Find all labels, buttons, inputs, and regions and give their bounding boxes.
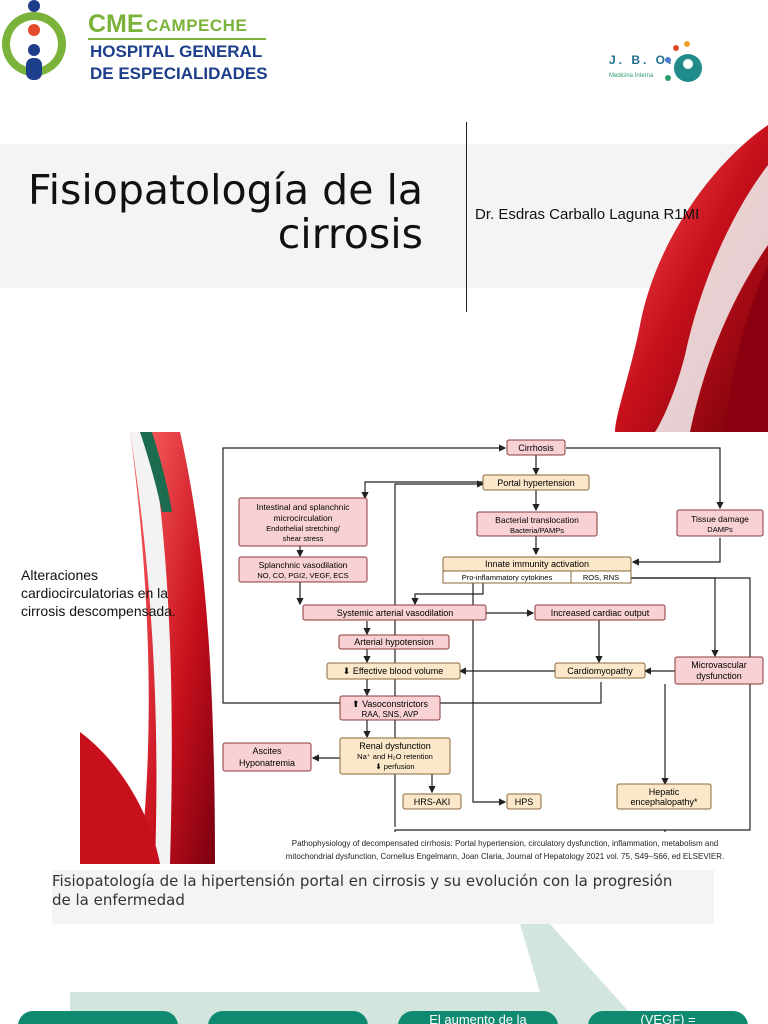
logo-cme-text: CME: [88, 10, 144, 38]
process-step-1: [18, 1011, 178, 1024]
title-band: [52, 870, 714, 924]
node-renal-l3: ⬇ perfusion: [375, 762, 414, 771]
node-intestinal-l1: Intestinal and splanchnic: [256, 502, 350, 512]
caption-line1: Pathophysiology of decompensated cirrhos…: [291, 839, 719, 848]
diagram-caption: Pathophysiology of decompensated cirrhos…: [255, 837, 755, 863]
author-name: Dr. Esdras Carballo Laguna R1MI: [475, 206, 700, 223]
caption-line2: mitochondrial dysfunction, Cornelius Eng…: [285, 852, 725, 861]
logo-hospital-line1: HOSPITAL GENERAL: [90, 42, 263, 61]
node-hepatic-l1: Hepatic: [649, 787, 680, 797]
red-swoosh-decoration: [615, 125, 768, 432]
node-intestinal-l4: shear stress: [283, 534, 324, 543]
logo-divider: [88, 38, 266, 40]
node-ros: ROS, RNS: [583, 573, 619, 582]
node-effective-volume: ⬇ Effective blood volume: [343, 666, 443, 676]
pathophysiology-diagram: Cirrhosis Portal hypertension Intestinal…: [215, 432, 768, 832]
node-innate: Innate immunity activation: [485, 559, 589, 569]
process-step-4: (VEGF) =: [588, 1011, 748, 1024]
node-hrs-aki: HRS-AKI: [414, 797, 451, 807]
node-vaso-l1: ⬆ Vasoconstrictors: [352, 699, 428, 709]
slide-title: Fisiopatología de la hipertensión portal…: [52, 872, 673, 909]
node-splanchnic-l1: Splanchnic vasodilation: [259, 560, 348, 570]
node-cytokines: Pro-inflammatory cytokines: [462, 573, 553, 582]
node-intestinal-l3: Endothelial stretching/: [266, 524, 341, 533]
node-tissue-l1: Tissue damage: [691, 514, 749, 524]
node-ascites-l2: Hyponatremia: [239, 758, 295, 768]
jbo-logo-text: J. B. O.: [609, 53, 675, 67]
process-step-2: [208, 1011, 368, 1024]
node-renal-l1: Renal dysfunction: [359, 741, 431, 751]
logo-hospital-line2: DE ESPECIALIDADES: [90, 64, 268, 83]
node-tissue-l2: DAMPs: [707, 525, 733, 534]
logo-campeche-text: CAMPECHE: [146, 16, 248, 35]
node-bacterial-l2: Bacteria/PAMPs: [510, 526, 564, 535]
portal-hypertension-slide: Fisiopatología de la hipertensión portal…: [0, 864, 768, 1024]
node-splanchnic-l2: NO, CO, PGI2, VEGF, ECS: [257, 571, 348, 580]
red-swoosh-decoration: [80, 432, 215, 864]
node-ascites-l1: Ascites: [252, 746, 282, 756]
cirrhosis-diagram-slide: Alteraciones cardiocirculatorias en la c…: [0, 432, 768, 864]
node-bacterial-l1: Bacterial translocation: [495, 515, 579, 525]
process-arrow-decoration: [70, 924, 640, 1024]
jbo-logo-subtitle: Medicina Interna: [609, 73, 654, 79]
diagram-boxes: Cirrhosis Portal hypertension Intestinal…: [222, 439, 764, 810]
process-step-3: El aumento de la: [398, 1011, 558, 1024]
node-renal-l2: Na⁺ and H₂O retention: [357, 752, 433, 761]
node-systemic: Systemic arterial vasodilation: [337, 608, 454, 618]
title-divider: [466, 122, 467, 312]
title-band: [0, 144, 768, 288]
node-portal-hypertension: Portal hypertension: [497, 478, 575, 488]
node-intestinal-l2: microcirculation: [273, 513, 332, 523]
hospital-logo-icon: [2, 0, 66, 80]
node-cirrhosis: Cirrhosis: [518, 443, 554, 453]
node-cardiac-output: Increased cardiac output: [551, 608, 650, 618]
node-hps: HPS: [515, 797, 534, 807]
node-cardiomyopathy: Cardiomyopathy: [567, 666, 633, 676]
slide-side-text: Alteraciones cardiocirculatorias en la c…: [21, 567, 176, 619]
node-arterial-hypotension: Arterial hypotension: [354, 637, 434, 647]
node-hepatic-l2: encephalopathy*: [630, 797, 698, 807]
title-slide: CME CAMPECHE HOSPITAL GENERAL DE ESPECIA…: [0, 0, 768, 432]
node-microvascular-l1: Microvascular: [691, 660, 747, 670]
node-microvascular-l2: dysfunction: [696, 671, 742, 681]
jbo-logo-icon: [665, 41, 702, 82]
node-vaso-l2: RAA, SNS, AVP: [362, 710, 419, 719]
slide-title: Fisiopatología de la cirrosis: [28, 166, 423, 258]
